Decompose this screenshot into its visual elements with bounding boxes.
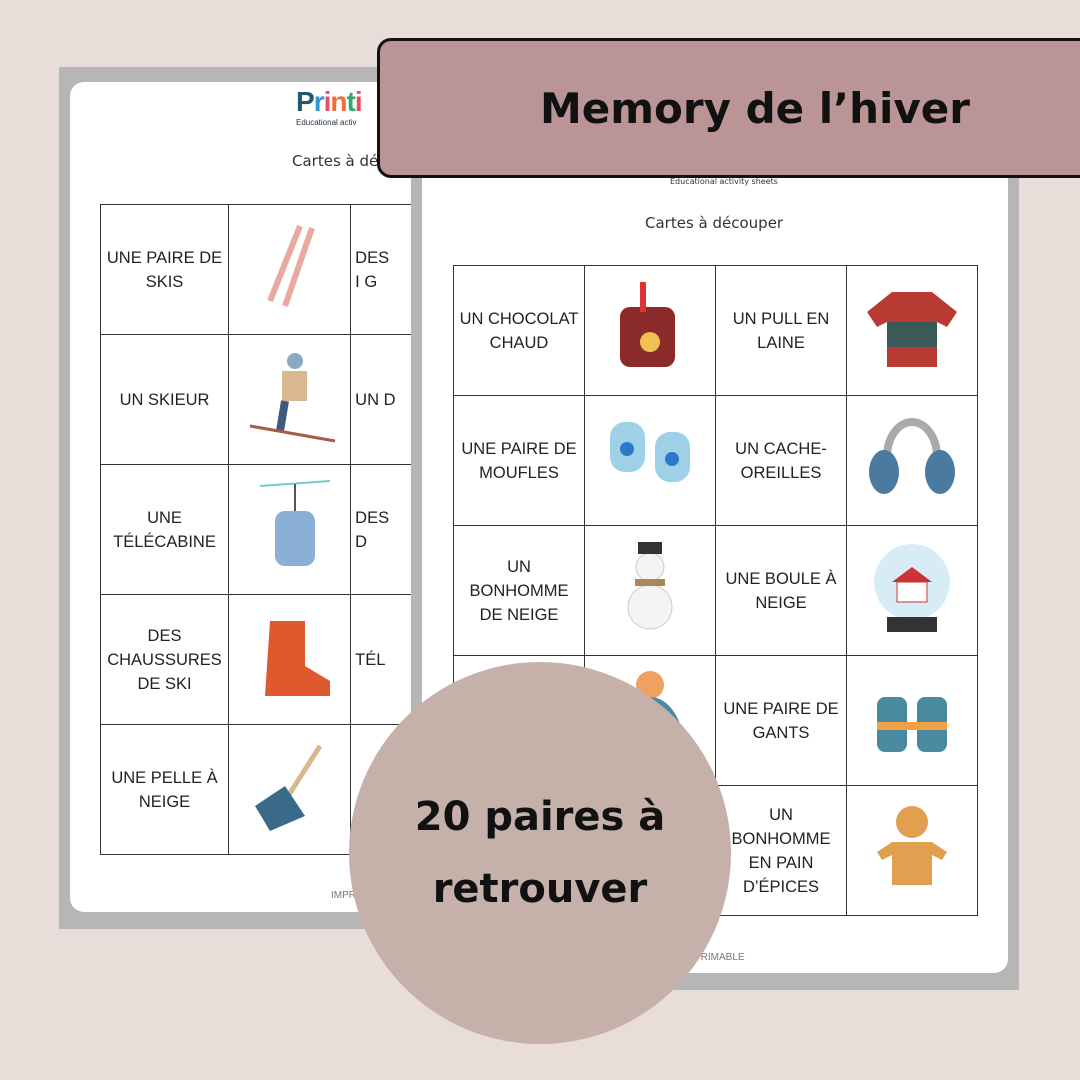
card-image	[846, 525, 978, 656]
card-image	[846, 785, 978, 916]
front-footer: PRIMABLE	[694, 952, 745, 963]
card-label: UN SKIEUR	[99, 334, 230, 465]
front-card-row: UN BONHOMME DE NEIGE UNE BOULE À NEIGE	[453, 525, 978, 656]
card-label: UN BONHOMME DE NEIGE	[453, 525, 585, 656]
gloves-icon	[877, 697, 947, 752]
card-label: UN CACHE-OREILLES	[715, 395, 847, 526]
card-label-partial: UN D	[355, 390, 396, 409]
card-image	[846, 655, 978, 786]
back-card-table: UNE PAIRE DE SKIS DES I G UN SKIEUR UN D UNE…	[99, 204, 450, 855]
skier-icon	[249, 353, 335, 443]
front-tagline: Educational activity sheets	[670, 177, 778, 186]
card-label: DES CHAUSSURES DE SKI	[99, 594, 230, 725]
card-label: UNE PELLE À NEIGE	[99, 724, 230, 855]
card-image	[228, 724, 352, 855]
card-image	[228, 594, 352, 725]
hot-chocolate-icon	[620, 282, 675, 367]
card-label: UNE TÉLÉCABINE	[99, 464, 230, 595]
card-label: UNE PAIRE DE MOUFLES	[453, 395, 585, 526]
card-image	[846, 395, 978, 526]
gingerbread-icon	[877, 806, 947, 885]
back-card-row: DES CHAUSSURES DE SKI TÉL	[99, 594, 450, 725]
card-image	[228, 464, 352, 595]
card-image	[846, 265, 978, 396]
title-banner: Memory de l’hiver	[377, 38, 1080, 178]
back-footer: IMPR	[331, 890, 356, 901]
skis-icon	[266, 224, 315, 307]
snow-globe-icon	[874, 544, 950, 632]
card-label: UN PULL EN LAINE	[715, 265, 847, 396]
mittens-icon	[610, 422, 690, 482]
back-tagline: Educational activ	[296, 118, 357, 127]
card-label: UN CHOCOLAT CHAUD	[453, 265, 585, 396]
card-label: UN BONHOMME EN PAIN D’ÉPICES	[715, 785, 847, 916]
card-label-partial: DES I G	[355, 248, 390, 291]
badge-line-2: retrouver	[432, 866, 648, 912]
pairs-badge: 20 paires à retrouver	[349, 662, 731, 1044]
card-image	[228, 334, 352, 465]
card-image	[228, 204, 352, 335]
card-image	[584, 395, 716, 526]
back-sheet: Printi Educational activ Cartes à dé UNE…	[70, 82, 450, 912]
badge-line-1: 20 paires à	[414, 794, 666, 840]
printi-logo: Printi	[296, 86, 363, 117]
front-card-row: UNE PAIRE DE MOUFLES UN CACHE-OREILLES	[453, 395, 978, 526]
page-title: Memory de l’hiver	[540, 83, 971, 133]
back-subtitle: Cartes à dé	[292, 152, 379, 170]
card-label: UNE PAIRE DE GANTS	[715, 655, 847, 786]
back-card-row: UNE PAIRE DE SKIS DES I G	[99, 204, 450, 335]
snowman-icon	[627, 542, 673, 630]
card-image	[584, 525, 716, 656]
front-subtitle: Cartes à découper	[645, 214, 784, 232]
sweater-icon	[867, 292, 957, 367]
back-card-row: UN SKIEUR UN D	[99, 334, 450, 465]
gondola-icon	[259, 480, 330, 566]
front-card-row: UN CHOCOLAT CHAUD UN PULL EN LAINE	[453, 265, 978, 396]
card-label-partial: DES D	[355, 508, 390, 551]
card-label-partial: TÉL	[355, 650, 386, 669]
ski-boot-icon	[264, 621, 330, 696]
back-card-row: UNE TÉLÉCABINE DES D	[99, 464, 450, 595]
earmuffs-icon	[869, 418, 955, 494]
card-label: UNE PAIRE DE SKIS	[99, 204, 230, 335]
card-image	[584, 265, 716, 396]
snow-shovel-icon	[254, 744, 322, 831]
card-label: UNE BOULE À NEIGE	[715, 525, 847, 656]
